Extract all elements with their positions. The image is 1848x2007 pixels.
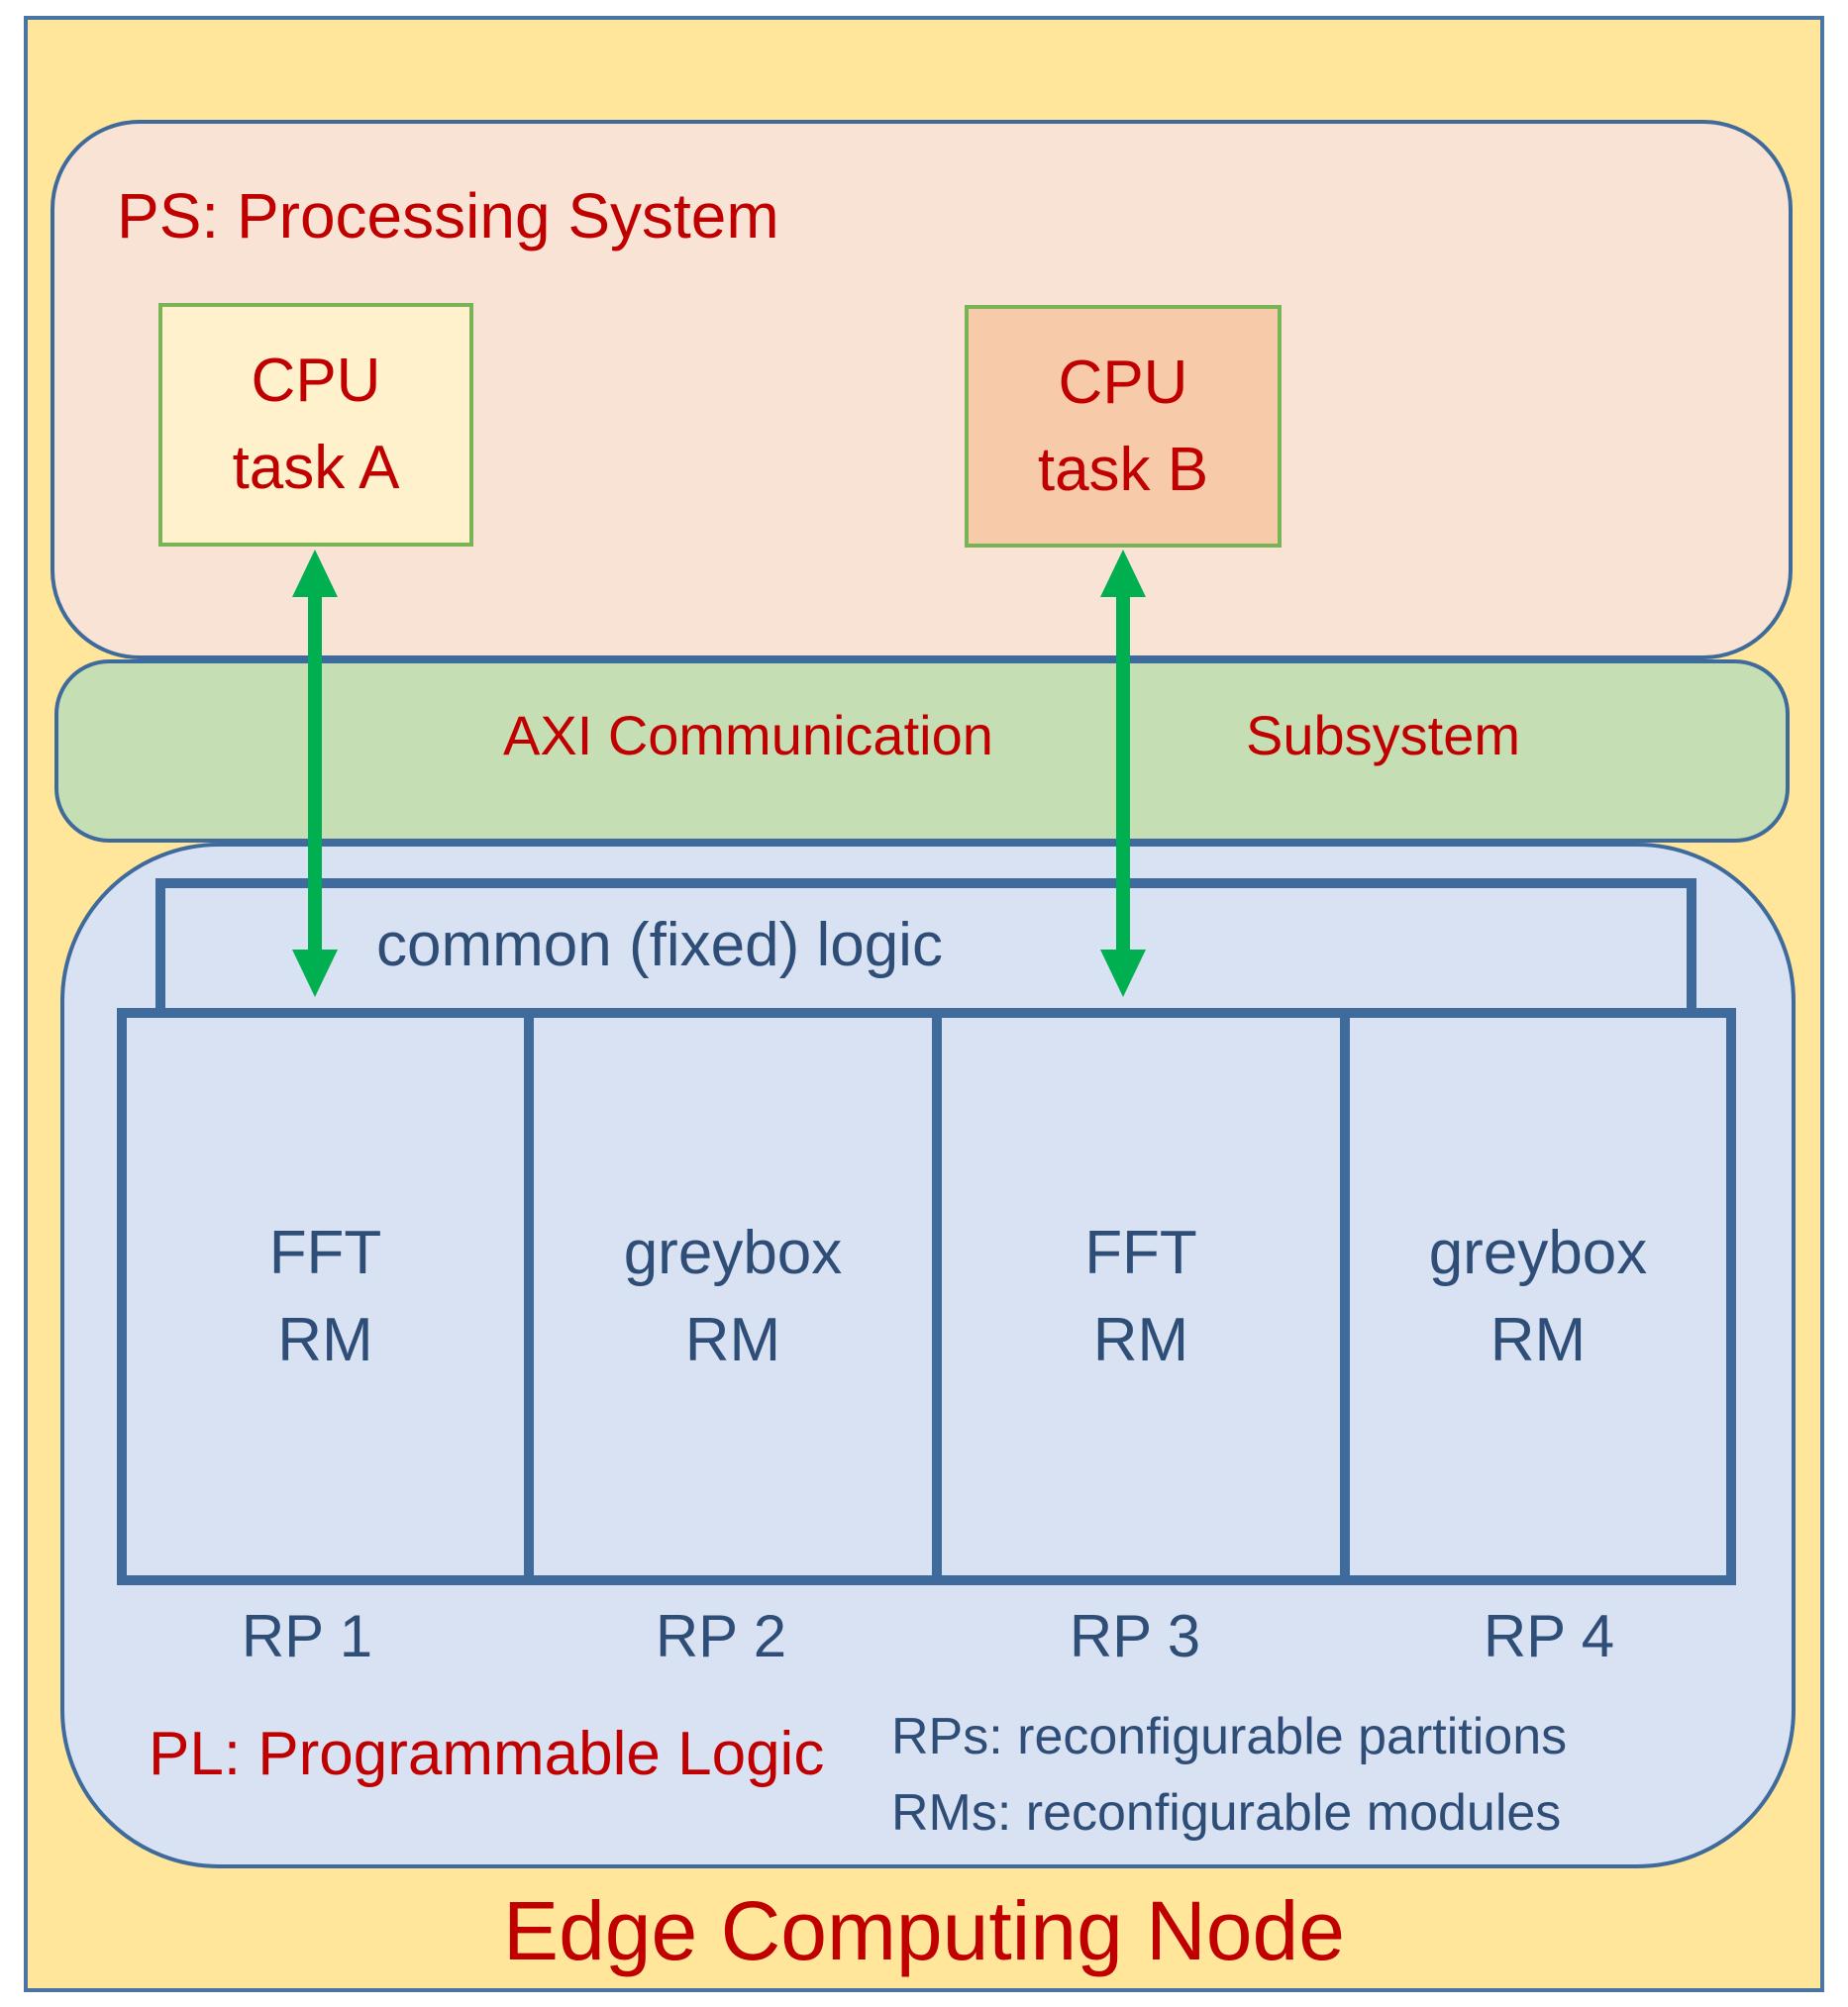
ps-title: PS: Processing System	[117, 180, 779, 251]
axi-communication-subsystem	[54, 659, 1790, 843]
rp3-module-line2: RM	[1092, 1305, 1189, 1374]
rp3-box: FFT RM	[932, 1008, 1350, 1585]
rp4-module-line2: RM	[1489, 1305, 1587, 1374]
cpu-task-a-box: CPU task A	[158, 303, 473, 547]
rp2-module-line2: RM	[684, 1305, 781, 1374]
rp3-module-line1: FFT	[1084, 1218, 1197, 1287]
rp4-module-line1: greybox	[1428, 1218, 1648, 1287]
cpu-a-line1: CPU	[251, 347, 381, 415]
rp1-module-line1: FFT	[268, 1218, 382, 1287]
cpu-a-line2: task A	[232, 434, 400, 502]
legend-rps: RPs: reconfigurable partitions	[891, 1708, 1568, 1765]
axi-label-right: Subsystem	[1246, 704, 1520, 766]
rp2-label: RP 2	[655, 1602, 787, 1669]
rp4-label: RP 4	[1483, 1602, 1615, 1669]
common-fixed-logic-box	[155, 878, 1696, 1019]
cpu-b-line2: task B	[1037, 435, 1209, 504]
rp1-label: RP 1	[241, 1602, 373, 1669]
axi-label-left: AXI Communication	[503, 704, 993, 766]
cpu-task-b-box: CPU task B	[965, 305, 1282, 548]
rp4-box: greybox RM	[1340, 1008, 1736, 1585]
node-title: Edge Computing Node	[503, 1884, 1345, 1977]
pl-title: PL: Programmable Logic	[149, 1720, 825, 1788]
rp1-box: FFT RM	[117, 1008, 534, 1585]
rp2-module-line1: greybox	[623, 1218, 843, 1287]
rp2-box: greybox RM	[524, 1008, 942, 1585]
rp1-module-line2: RM	[277, 1305, 373, 1374]
common-logic-label: common (fixed) logic	[376, 911, 943, 979]
cpu-b-line1: CPU	[1058, 348, 1188, 417]
rp3-label: RP 3	[1069, 1602, 1201, 1669]
legend-rms: RMs: reconfigurable modules	[891, 1784, 1562, 1842]
